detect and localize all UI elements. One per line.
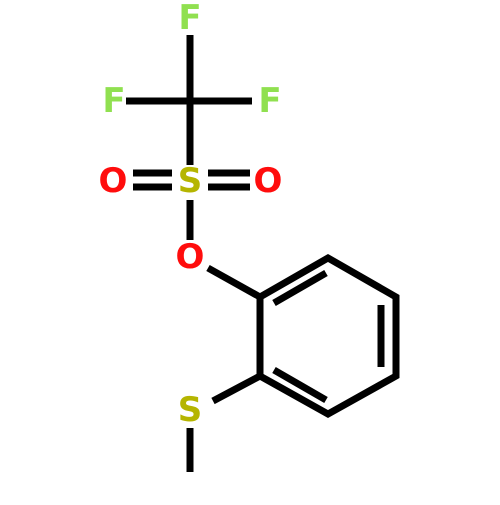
- bonds: [126, 35, 400, 472]
- atom-label-f-right: F: [258, 81, 281, 121]
- atom-label-f-left: F: [102, 81, 125, 121]
- aromatic-inner-3: [272, 366, 328, 404]
- benzene-ring: [256, 253, 400, 419]
- atom-label-sulfonyl-s: S: [178, 161, 203, 201]
- aromatic-inner-1: [272, 269, 328, 307]
- atom-label-f-top: F: [178, 0, 201, 38]
- atom-label-sulfonyl-o-right: O: [254, 161, 283, 201]
- bond-o-ring: [206, 264, 262, 301]
- atom-label-sulfonyl-o-left: O: [99, 161, 128, 201]
- atom-labels: F F F S O O O S: [99, 0, 283, 430]
- bond-ring-s: [211, 372, 262, 405]
- atom-label-thioether-s: S: [178, 390, 203, 430]
- atom-label-ester-o: O: [176, 237, 205, 277]
